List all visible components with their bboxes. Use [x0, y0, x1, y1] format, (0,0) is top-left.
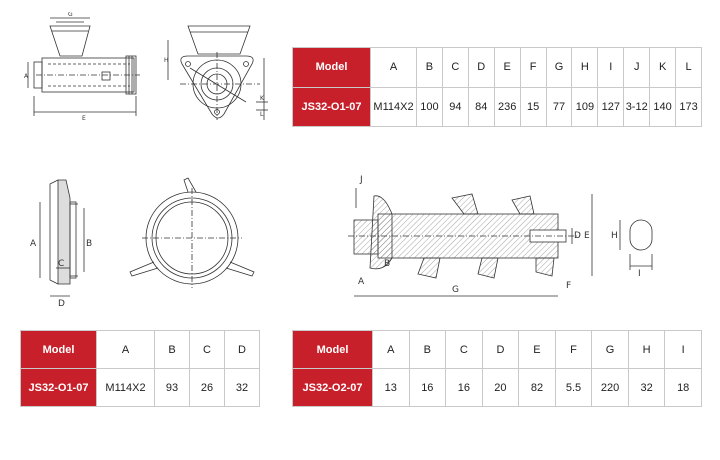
- value-cell: 94: [441, 86, 469, 127]
- model-cell: JS32-O2-07: [292, 368, 373, 407]
- value-cell: 84: [467, 86, 495, 127]
- value-cell: 20: [481, 368, 520, 407]
- table-row: JS32-O1-07 M114X2 100 94 84 236 15 77 10…: [292, 86, 702, 127]
- value-cell: 16: [445, 368, 483, 407]
- value-cell: 77: [545, 86, 573, 127]
- svg-text:F: F: [566, 281, 571, 291]
- column-header: F: [519, 47, 547, 88]
- column-header: G: [545, 47, 573, 88]
- table-row: JS32-O1-07 M114X2 93 26 32: [20, 368, 260, 407]
- column-header: A: [370, 47, 417, 88]
- spec-table-ring: Model A B C D JS32-O1-07 M114X2 93 26 32: [20, 330, 260, 407]
- value-cell: 109: [571, 86, 599, 127]
- column-header: B: [416, 47, 443, 88]
- value-cell: 236: [493, 86, 521, 127]
- spec-table-screw: Model A B C D E F G H I JS32-O2-07 13 16…: [292, 330, 702, 407]
- column-header: D: [467, 47, 495, 88]
- column-header: K: [649, 47, 677, 88]
- svg-text:H: H: [611, 231, 618, 241]
- column-header: F: [554, 330, 593, 369]
- grinder-body-side-drawing: A E G: [22, 12, 152, 130]
- column-header: B: [154, 330, 190, 369]
- svg-text:C: C: [58, 259, 64, 269]
- column-header: H: [571, 47, 599, 88]
- model-header: Model: [292, 47, 371, 88]
- svg-text:L: L: [260, 111, 264, 118]
- column-header: B: [408, 330, 447, 369]
- screw-section-drawing: H I: [610, 208, 670, 278]
- model-cell: JS32-O1-07: [292, 86, 371, 127]
- column-header: I: [597, 47, 625, 88]
- feed-screw-drawing: G A F B D E J: [340, 168, 608, 308]
- column-header: A: [372, 330, 410, 369]
- grinder-body-front-drawing: H K L: [160, 10, 275, 132]
- value-cell: 3-12: [623, 86, 651, 127]
- ring-nut-front-drawing: [122, 176, 262, 296]
- svg-text:G: G: [452, 285, 459, 295]
- value-cell: 173: [675, 86, 702, 127]
- value-cell: 16: [408, 368, 447, 407]
- table-header-row: Model A B C D E F G H I J K L: [292, 47, 702, 88]
- column-header: H: [627, 330, 666, 369]
- svg-text:A: A: [358, 277, 365, 287]
- model-cell: JS32-O1-07: [20, 368, 97, 407]
- column-header: C: [441, 47, 469, 88]
- svg-text:B: B: [86, 239, 92, 249]
- value-cell: 100: [416, 86, 443, 127]
- table-header-row: Model A B C D: [20, 330, 260, 369]
- svg-text:A: A: [30, 239, 37, 249]
- table-row: JS32-O2-07 13 16 16 20 82 5.5 220 32 18: [292, 368, 702, 407]
- column-header: C: [189, 330, 225, 369]
- column-header: A: [96, 330, 155, 369]
- svg-text:B: B: [384, 259, 390, 269]
- svg-text:I: I: [638, 269, 641, 278]
- svg-text:E: E: [82, 115, 86, 122]
- value-cell: 18: [664, 368, 702, 407]
- column-header: D: [224, 330, 260, 369]
- value-cell: 93: [154, 368, 190, 407]
- column-header: I: [664, 330, 702, 369]
- value-cell: 220: [591, 368, 629, 407]
- value-cell: 82: [518, 368, 556, 407]
- column-header: E: [493, 47, 521, 88]
- column-header: D: [481, 330, 520, 369]
- model-header: Model: [20, 330, 97, 369]
- value-cell: 140: [649, 86, 677, 127]
- model-header: Model: [292, 330, 373, 369]
- column-header: C: [445, 330, 483, 369]
- svg-text:K: K: [260, 95, 265, 102]
- svg-text:D: D: [58, 299, 65, 309]
- value-cell: 13: [372, 368, 410, 407]
- column-header: G: [591, 330, 629, 369]
- svg-text:G: G: [68, 12, 73, 18]
- column-header: L: [675, 47, 702, 88]
- column-header: J: [623, 47, 651, 88]
- value-cell: 5.5: [554, 368, 593, 407]
- value-cell: 15: [519, 86, 547, 127]
- svg-text:J: J: [359, 175, 363, 185]
- svg-text:H: H: [164, 57, 169, 64]
- ring-nut-side-drawing: A B C D: [26, 172, 96, 310]
- svg-text:E: E: [584, 231, 590, 241]
- column-header: E: [518, 330, 556, 369]
- table-header-row: Model A B C D E F G H I: [292, 330, 702, 369]
- spec-table-body: Model A B C D E F G H I J K L JS32-O1-07…: [292, 47, 702, 127]
- value-cell: 32: [224, 368, 260, 407]
- svg-text:A: A: [24, 73, 29, 80]
- svg-text:D: D: [574, 231, 581, 241]
- value-cell: 26: [189, 368, 225, 407]
- value-cell: M114X2: [96, 368, 155, 407]
- value-cell: 32: [627, 368, 666, 407]
- value-cell: M114X2: [370, 86, 417, 127]
- value-cell: 127: [597, 86, 625, 127]
